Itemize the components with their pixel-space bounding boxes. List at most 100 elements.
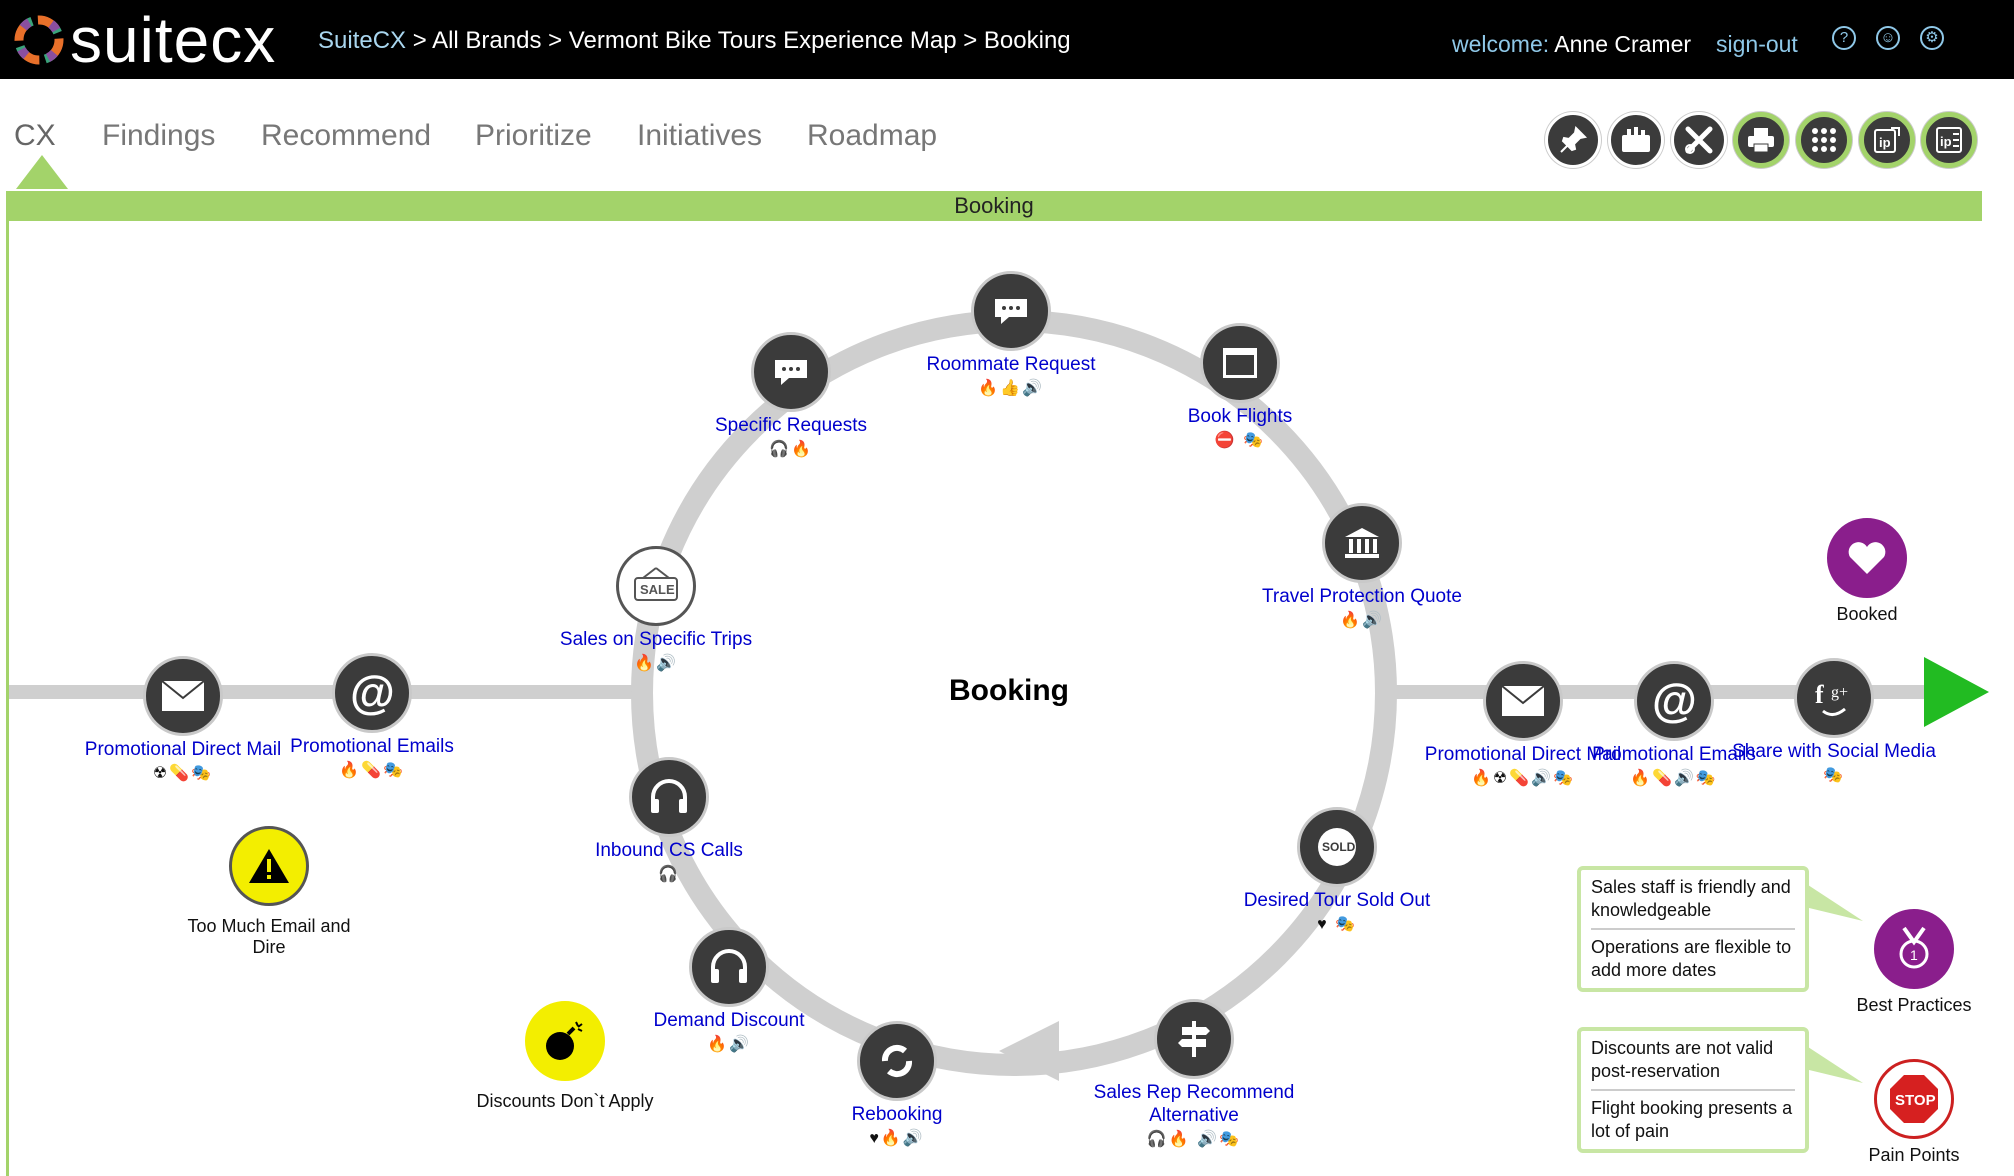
svg-text:SALE: SALE [640,582,675,597]
warning-icon [229,826,309,906]
user-name: Anne Cramer [1554,31,1692,57]
best-practice-item: Sales staff is friendly and knowledgeabl… [1591,877,1791,920]
node-indicators: 🎧🔥 [769,441,813,458]
tab-initiatives[interactable]: Initiatives [637,119,763,152]
node-promotional-direct-mail-right[interactable]: Promotional Direct Mail 🔥☢💊🔊🎭 [1418,661,1628,788]
pain-points-card[interactable]: Discounts are not valid post-reservation… [1577,1027,1809,1153]
node-indicators: 🎧🔥 🔊🎭 [1146,1131,1242,1148]
node-indicators: 🔥🔊 [707,1036,751,1053]
ip-export-icon[interactable]: ip [1859,112,1915,168]
svg-text:STOP: STOP [1895,1092,1936,1109]
node-label: Specific Requests [714,415,868,436]
node-book-flights[interactable]: Book Flights ⛔ 🎭 [1135,323,1345,450]
node-label: Promotional Emails [290,736,454,757]
section-title-bar: Booking [6,191,1982,221]
warning-too-much-email[interactable]: Too Much Email and Dire [169,826,369,958]
top-bar: suitecx SuiteCX > All Brands > Vermont B… [0,0,2014,79]
person-icon[interactable]: ☺ [1876,26,1900,50]
node-travel-protection-quote[interactable]: Travel Protection Quote 🔥🔊 [1257,503,1467,630]
node-promotional-emails-left[interactable]: @ Promotional Emails 🔥💊🎭 [267,653,477,780]
welcome-prefix: welcome: [1452,31,1555,57]
node-rebooking[interactable]: Rebooking ♥🔥🔊 [792,1021,1002,1148]
node-roommate-request[interactable]: Roommate Request 🔥👍🔊 [906,271,1116,398]
node-label: Roommate Request [926,354,1096,375]
tools-icon[interactable] [1671,112,1727,168]
callout-connector [1805,1045,1863,1083]
node-label: Travel Protection Quote [1262,586,1462,607]
breadcrumb-suitecx[interactable]: SuiteCX [318,27,407,54]
node-inbound-cs-calls[interactable]: Inbound CS Calls 🎧 [564,757,774,884]
logo-ring-icon [14,15,64,65]
outcome-label: Booked [1836,604,1898,624]
stop-sign-icon: STOP [1874,1059,1954,1139]
breadcrumb-path[interactable]: > All Brands > Vermont Bike Tours Experi… [406,27,1071,54]
node-label: Inbound CS Calls [595,840,743,861]
best-practice-item: Operations are flexible to add more date… [1591,937,1792,980]
divider [1591,928,1795,930]
warning-discounts-dont-apply[interactable]: Discounts Don`t Apply [465,1001,665,1112]
tab-prioritize[interactable]: Prioritize [475,119,592,152]
node-indicators: 🎭 [1823,767,1845,784]
node-indicators: 🔥💊🎭 [339,762,405,779]
svg-text:SOLD: SOLD [1322,840,1356,854]
pain-points-badge[interactable]: STOP Pain Points [1839,1059,1989,1166]
tab-cx[interactable]: CX [14,119,56,152]
active-tab-indicator [16,155,68,189]
node-demand-discount[interactable]: Demand Discount 🔥🔊 [624,927,834,1054]
logo[interactable]: suitecx [12,8,276,72]
sign-out-link[interactable]: sign-out [1716,31,1798,57]
node-sales-rep-recommend-alternative[interactable]: Sales Rep Recommend Alternative 🎧🔥 🔊🎭 [1089,999,1299,1149]
question-icon[interactable]: ? [1832,26,1856,50]
node-indicators: ⛔ 🎭 [1214,432,1266,449]
node-promotional-direct-mail-left[interactable]: Promotional Direct Mail ☢💊🎭 [78,656,288,783]
node-label: Sales Rep Recommend Alternative [1093,1082,1295,1126]
sale-sign-icon: SALE [616,546,696,626]
node-label: Demand Discount [653,1010,805,1031]
toolbox-icon[interactable] [1608,112,1664,168]
node-desired-tour-sold-out[interactable]: SOLD Desired Tour Sold Out ♥ 🎭 [1232,807,1442,934]
divider [1591,1089,1795,1091]
bank-icon [1322,503,1402,583]
node-indicators: 🔥💊🔊🎭 [1630,770,1718,787]
node-indicators: ♥🔥🔊 [869,1130,925,1147]
warning-label: Discounts Don`t Apply [476,1091,654,1111]
callout-connector [1805,883,1863,921]
pin-icon[interactable] [1545,112,1601,168]
node-promotional-emails-right[interactable]: @ Promotional Emails 🔥💊🔊🎭 [1569,661,1779,788]
at-sign-icon: @ [1634,661,1714,741]
tab-recommend[interactable]: Recommend [261,119,432,152]
headphones-icon [689,927,769,1007]
tab-findings[interactable]: Findings [102,119,216,152]
sold-tag-icon: SOLD [1297,807,1377,887]
headphones-icon [629,757,709,837]
node-label: Promotional Direct Mail [84,739,282,760]
svg-text:1: 1 [1910,947,1918,963]
node-sales-on-specific-trips[interactable]: SALE Sales on Specific Trips 🔥🔊 [551,546,761,673]
logo-text: suitecx [70,4,277,76]
best-practices-label: Best Practices [1856,995,1972,1015]
gear-icon[interactable]: ⚙ [1920,26,1944,50]
play-icon[interactable] [1924,657,1989,727]
best-practices-badge[interactable]: 1 Best Practices [1839,909,1989,1016]
outcome-booked[interactable]: Booked [1807,518,1927,625]
nav-bar: CX Findings Recommend Prioritize Initiat… [0,79,2014,191]
ip-list-icon[interactable]: ip [1921,112,1977,168]
envelope-icon [143,656,223,736]
svg-text:ip: ip [1940,134,1952,149]
node-indicators: ☢💊🎭 [152,765,214,782]
at-sign-icon: @ [332,653,412,733]
grid-icon[interactable] [1796,112,1852,168]
pain-point-item: Flight booking presents a lot of pain [1591,1098,1793,1141]
tab-roadmap[interactable]: Roadmap [807,119,938,152]
node-label: Rebooking [851,1104,943,1125]
print-icon[interactable] [1733,112,1789,168]
svg-text:g+: g+ [1831,684,1848,701]
svg-text:ip: ip [1879,135,1891,150]
node-indicators: 🔥🔊 [1340,612,1384,629]
node-label: Promotional Direct Mail [1424,744,1622,765]
pain-points-label: Pain Points [1868,1145,1960,1165]
node-specific-requests[interactable]: Specific Requests 🎧🔥 [686,332,896,459]
best-practices-card[interactable]: Sales staff is friendly and knowledgeabl… [1577,866,1809,992]
node-indicators: 🔥👍🔊 [978,380,1044,397]
